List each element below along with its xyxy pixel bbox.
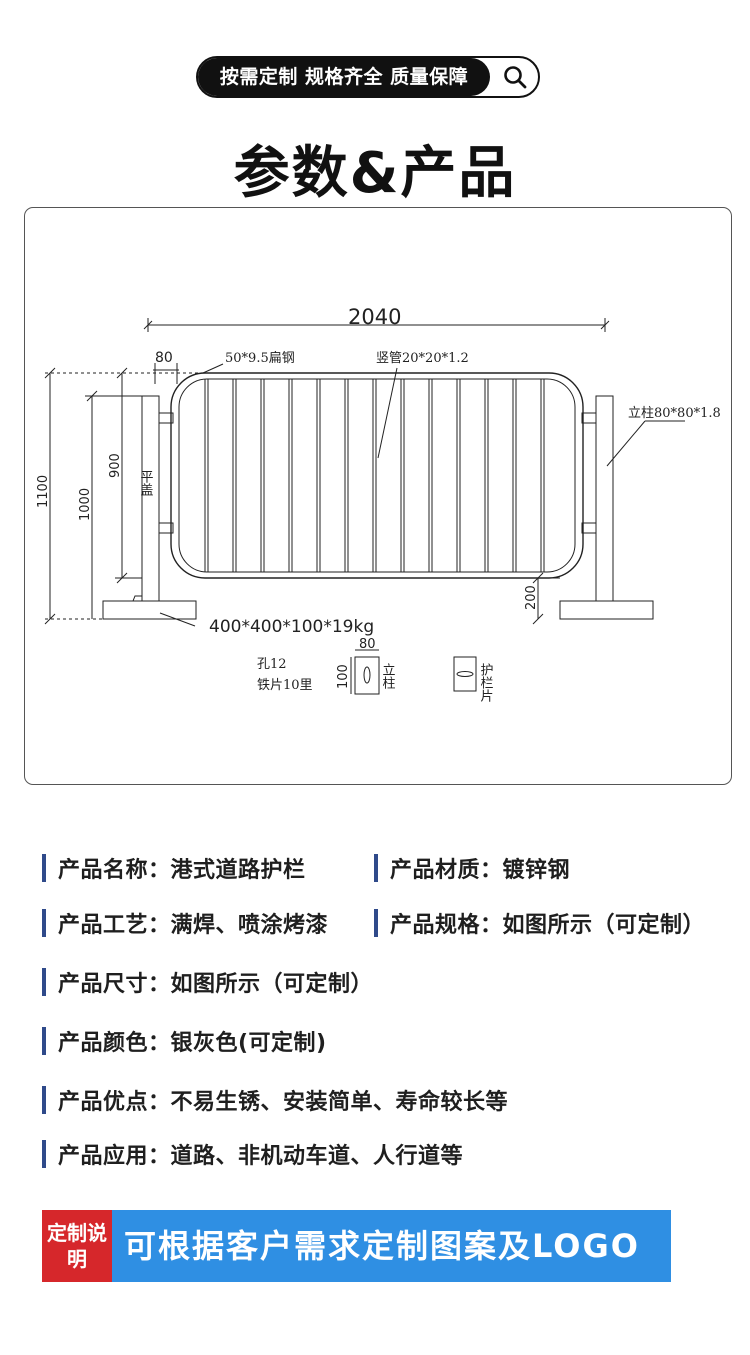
spec-item-color: 产品颜色：银灰色(可定制) bbox=[42, 1025, 327, 1057]
label-cap: 平盖 bbox=[138, 470, 154, 496]
dim-80-small: 80 bbox=[359, 637, 376, 652]
dim-80-top: 80 bbox=[155, 350, 173, 366]
technical-drawing: 2040 80 50*9.5扁钢 竖管20*20*1.2 立柱80*80*1.8… bbox=[24, 207, 732, 785]
page-title: 参数&产品 bbox=[233, 141, 517, 206]
customization-tag: 定制说明 bbox=[42, 1210, 112, 1282]
spec-item-material: 产品材质：镀锌钢 bbox=[374, 852, 570, 884]
slogan-text: 按需定制 规格齐全 质量保障 bbox=[198, 58, 490, 96]
spec-item-name: 产品名称：港式道路护栏 bbox=[42, 852, 306, 884]
label-base: 400*400*100*19kg bbox=[209, 617, 374, 637]
label-plate: 铁片10里 bbox=[257, 678, 313, 693]
label-vertical-tube: 竖管20*20*1.2 bbox=[376, 351, 469, 366]
spec-item-application: 产品应用：道路、非机动车道、人行道等 bbox=[42, 1138, 463, 1170]
dim-900: 900 bbox=[108, 453, 123, 478]
spec-item-advantages: 产品优点：不易生锈、安装简单、寿命较长等 bbox=[42, 1084, 508, 1116]
dim-200: 200 bbox=[524, 585, 539, 610]
slogan-search-bar[interactable]: 按需定制 规格齐全 质量保障 bbox=[196, 56, 540, 98]
label-hole: 孔12 bbox=[257, 657, 287, 672]
customization-text: 可根据客户需求定制图案及LOGO bbox=[112, 1210, 671, 1282]
label-rail-detail: 护栏片 bbox=[478, 663, 494, 702]
spec-item-spec: 产品规格：如图所示（可定制） bbox=[374, 907, 705, 939]
spec-item-process: 产品工艺：满焊、喷涂烤漆 bbox=[42, 907, 328, 939]
dim-1000: 1000 bbox=[78, 488, 93, 521]
label-post-detail: 立柱 bbox=[380, 663, 396, 690]
label-flat-steel: 50*9.5扁钢 bbox=[225, 351, 295, 366]
search-icon[interactable] bbox=[502, 64, 528, 90]
guardrail-drawing: 2040 80 50*9.5扁钢 竖管20*20*1.2 立柱80*80*1.8… bbox=[36, 305, 721, 702]
customization-banner: 定制说明 可根据客户需求定制图案及LOGO bbox=[42, 1210, 671, 1282]
dim-overall-width: 2040 bbox=[348, 305, 401, 329]
dim-100-small: 100 bbox=[336, 664, 351, 689]
spec-item-size: 产品尺寸：如图所示（可定制） bbox=[42, 966, 373, 998]
dim-1100: 1100 bbox=[36, 475, 51, 508]
label-post: 立柱80*80*1.8 bbox=[628, 406, 721, 421]
